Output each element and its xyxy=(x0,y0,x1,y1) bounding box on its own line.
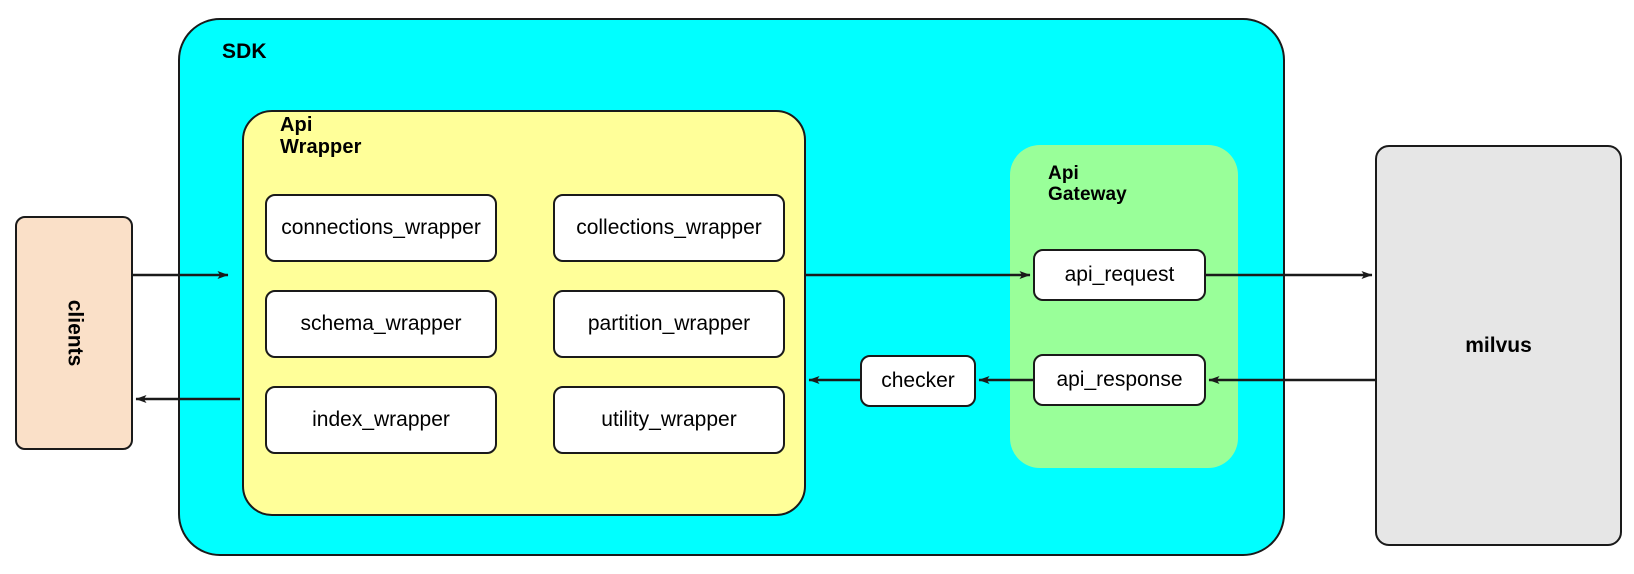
node-api-request[interactable]: api_request xyxy=(1033,249,1206,301)
actor-clients[interactable]: clients xyxy=(15,216,133,450)
region-api-wrapper-label: Api Wrapper xyxy=(280,114,362,159)
region-api-gateway xyxy=(1010,145,1238,468)
node-schema-wrapper[interactable]: schema_wrapper xyxy=(265,290,497,358)
node-partition-wrapper[interactable]: partition_wrapper xyxy=(553,290,785,358)
actor-milvus[interactable]: milvus xyxy=(1375,145,1622,546)
region-sdk-label: SDK xyxy=(222,40,267,63)
node-api-response[interactable]: api_response xyxy=(1033,354,1206,406)
node-utility-wrapper[interactable]: utility_wrapper xyxy=(553,386,785,454)
node-connections-wrapper[interactable]: connections_wrapper xyxy=(265,194,497,262)
node-index-wrapper[interactable]: index_wrapper xyxy=(265,386,497,454)
actor-clients-label: clients xyxy=(63,299,86,367)
region-api-gateway-label: Api Gateway xyxy=(1048,163,1127,206)
node-collections-wrapper[interactable]: collections_wrapper xyxy=(553,194,785,262)
node-checker[interactable]: checker xyxy=(860,355,976,407)
